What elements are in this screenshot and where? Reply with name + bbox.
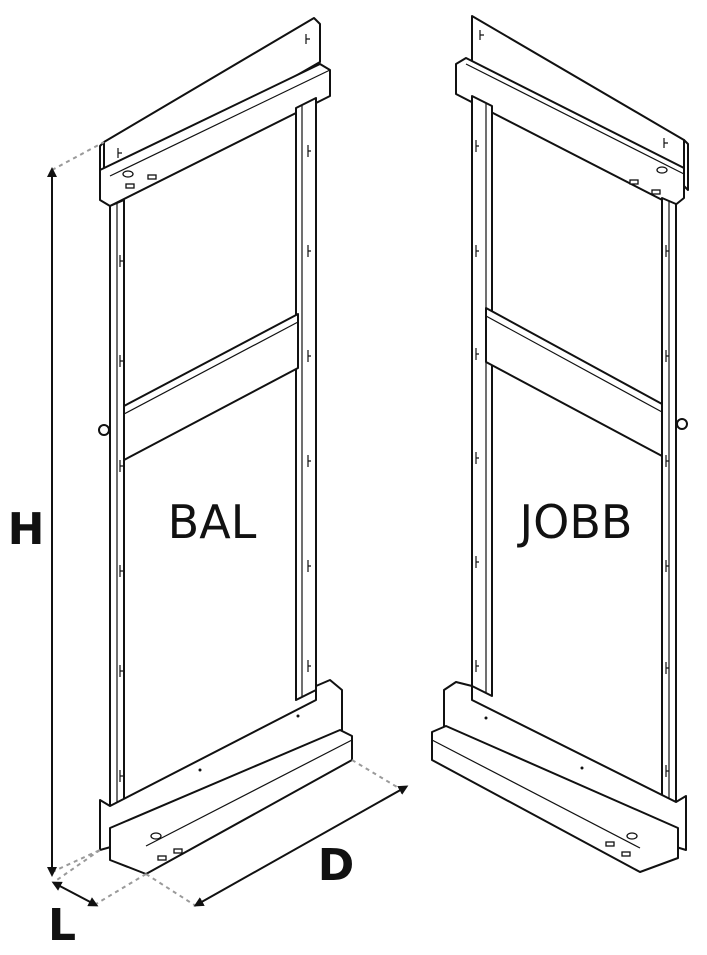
depth-dimension-line [193,785,409,907]
right-panel-label: JOBB [517,495,633,549]
length-dimension-line [51,881,99,907]
depth-label: D [318,840,355,891]
right-frame [431,15,689,873]
left-frame [98,17,353,875]
length-label: L [48,900,76,951]
height-label: H [8,504,45,555]
left-panel-label: BAL [168,495,257,549]
dimension-leaders [51,141,403,907]
